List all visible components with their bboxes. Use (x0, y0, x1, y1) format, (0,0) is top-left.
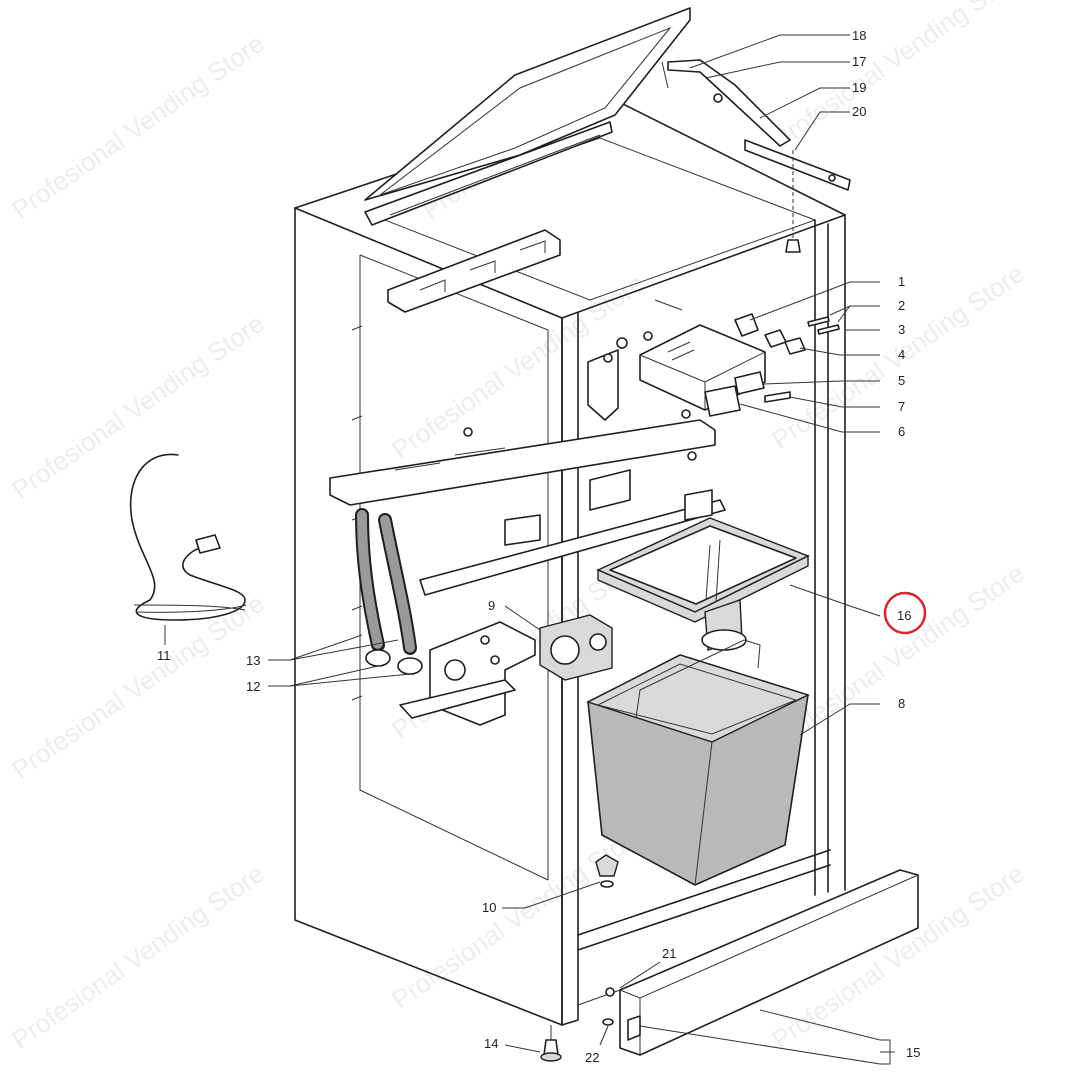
watermark-text: Profesional Vending Store (766, 558, 1029, 755)
valve-assembly (399, 614, 613, 726)
callout-9: 9 (488, 598, 495, 613)
watermark-text: Profesional Vending Store (766, 0, 1029, 155)
callout-7: 7 (898, 399, 905, 414)
power-cord (129, 453, 247, 645)
callout-14: 14 (484, 1036, 498, 1051)
interior-brackets (329, 229, 726, 596)
callout-4: 4 (898, 347, 905, 362)
callout-3: 3 (898, 322, 905, 337)
callout-22: 22 (585, 1050, 599, 1065)
callout-12: 12 (246, 679, 260, 694)
callout-6: 6 (898, 424, 905, 439)
electrical-components (616, 313, 840, 419)
callout-11: 11 (157, 648, 171, 663)
hinge-parts (661, 59, 851, 253)
lid-assembly (364, 7, 691, 226)
callout-21: 21 (662, 946, 676, 961)
watermark-text: Profesional Vending Store (6, 28, 269, 225)
hoses (355, 508, 423, 675)
callout-13: 13 (246, 653, 260, 668)
callout-17: 17 (852, 54, 866, 69)
callout-16: 16 (897, 608, 911, 623)
callout-19: 19 (852, 80, 866, 95)
funnel (596, 517, 810, 651)
callout-15: 15 (906, 1045, 920, 1060)
highlight-ring (883, 591, 927, 635)
callout-18: 18 (852, 28, 866, 43)
callout-2: 2 (898, 298, 905, 313)
callout-10: 10 (482, 900, 496, 915)
callout-labels: 18 17 19 20 1 2 3 4 5 7 6 16 8 9 11 13 1… (157, 28, 920, 1065)
watermark-text: Profesional Vending Store (6, 588, 269, 785)
callout-8: 8 (898, 696, 905, 711)
callout-20: 20 (852, 104, 866, 119)
grounds-container (586, 639, 810, 886)
small-hardware (540, 854, 619, 1062)
watermark-text: Profesional Vending Store (386, 818, 649, 1015)
callout-5: 5 (898, 373, 905, 388)
callout-1: 1 (898, 274, 905, 289)
watermark-text: Profesional Vending Store (6, 858, 269, 1055)
leader-lines (268, 34, 895, 1065)
kick-plate (619, 869, 919, 1056)
